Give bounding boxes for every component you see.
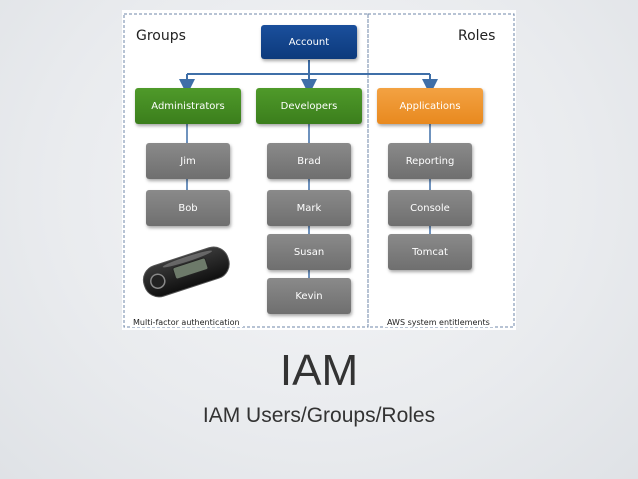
user-bob: Bob (146, 190, 230, 226)
roles-caption: AWS system entitlements (384, 318, 493, 327)
role-item-reporting: Reporting (388, 143, 472, 179)
group-developers: Developers (256, 88, 362, 124)
user-jim: Jim (146, 143, 230, 179)
role-item-console: Console (388, 190, 472, 226)
slide-subtitle: IAM Users/Groups/Roles (202, 404, 436, 427)
user-susan: Susan (267, 234, 351, 270)
slide-title: IAM (279, 346, 359, 395)
role-item-tomcat: Tomcat (388, 234, 472, 270)
groups-label: Groups (136, 28, 186, 44)
user-mark: Mark (267, 190, 351, 226)
roles-region-border (367, 13, 515, 328)
account-box: Account (261, 25, 357, 59)
iam-diagram: Groups Roles Account Administrators Deve… (122, 10, 516, 330)
user-kevin: Kevin (267, 278, 351, 314)
mfa-token-icon (142, 246, 230, 298)
mfa-caption: Multi-factor authentication (130, 318, 243, 327)
group-administrators: Administrators (135, 88, 241, 124)
role-applications: Applications (377, 88, 483, 124)
user-brad: Brad (267, 143, 351, 179)
roles-label: Roles (458, 28, 496, 44)
